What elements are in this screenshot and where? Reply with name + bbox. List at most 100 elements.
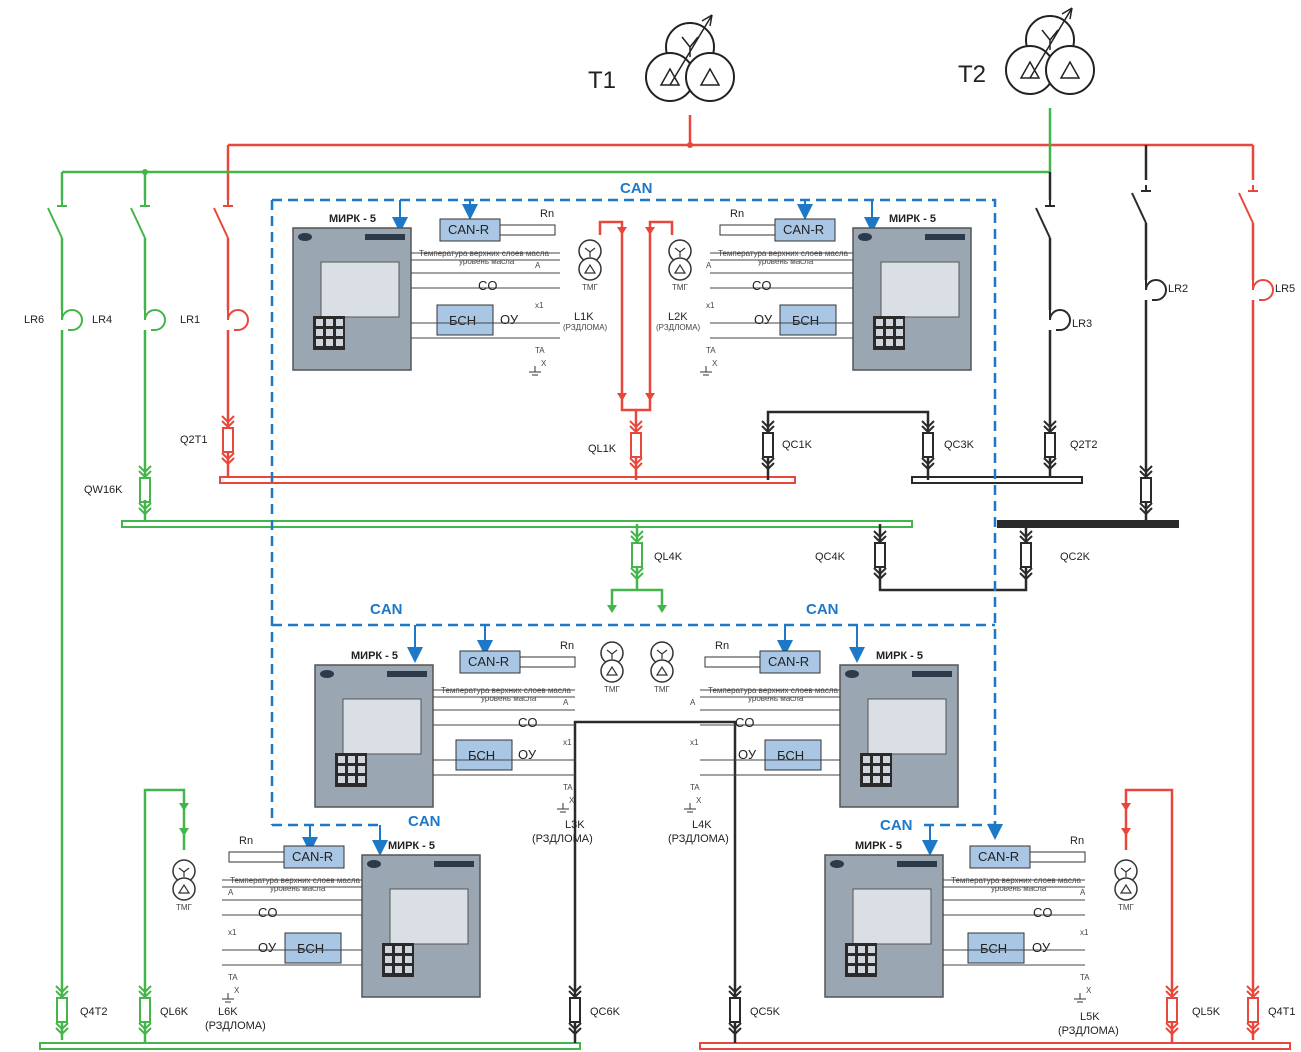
t1-label: T1 (588, 67, 616, 94)
keypad-key[interactable] (876, 329, 883, 336)
ground-icon (700, 366, 712, 376)
keypad-key[interactable] (405, 946, 412, 953)
keypad-key[interactable] (863, 776, 870, 783)
qc3k-label: QC3K (944, 439, 975, 451)
keypad-key[interactable] (863, 766, 870, 773)
keypad-key[interactable] (868, 966, 875, 973)
keypad-key[interactable] (886, 319, 893, 326)
keypad-key[interactable] (316, 329, 323, 336)
a-label: A (563, 698, 569, 707)
keypad-key[interactable] (876, 319, 883, 326)
bsn-label: БСН (792, 313, 819, 328)
keypad-key[interactable] (348, 766, 355, 773)
keypad-key[interactable] (385, 966, 392, 973)
tmg-label: ТМГ (654, 685, 671, 694)
keypad-key[interactable] (338, 776, 345, 783)
keypad-key[interactable] (358, 766, 365, 773)
lr6-branch (47, 199, 83, 1040)
l5k-label: L5K (1080, 1011, 1100, 1023)
keypad-key[interactable] (385, 946, 392, 953)
keypad-key[interactable] (316, 339, 323, 346)
bsn-box (779, 304, 837, 336)
keypad-key[interactable] (405, 956, 412, 963)
keypad-key[interactable] (883, 766, 890, 773)
keypad-key[interactable] (883, 776, 890, 783)
keypad-key[interactable] (336, 319, 343, 326)
keypad-key[interactable] (886, 339, 893, 346)
keypad-key[interactable] (326, 339, 333, 346)
keypad-key[interactable] (395, 956, 402, 963)
lr3-branch (1035, 199, 1071, 480)
keypad-key[interactable] (326, 329, 333, 336)
keypad-key[interactable] (326, 319, 333, 326)
mirk5-header-strip (365, 234, 405, 240)
keypad-key[interactable] (868, 956, 875, 963)
mirk5-name: МИРК - 5 (876, 650, 923, 662)
x-label: X (1086, 986, 1092, 995)
can-label-top: CAN (620, 180, 653, 197)
rn-label: Rn (715, 640, 729, 652)
can-r-label: CAN-R (292, 849, 333, 864)
keypad-key[interactable] (395, 946, 402, 953)
keypad-key[interactable] (863, 756, 870, 763)
tmg-transformer-1: ТМГ (578, 239, 602, 292)
keypad-key[interactable] (896, 329, 903, 336)
keypad-key[interactable] (358, 776, 365, 783)
mirk5-display (880, 261, 960, 318)
keypad-key[interactable] (336, 329, 343, 336)
keypad-key[interactable] (858, 966, 865, 973)
keypad-key[interactable] (886, 329, 893, 336)
co-label: CO (478, 278, 498, 293)
keypad-key[interactable] (896, 319, 903, 326)
keypad-key[interactable] (336, 339, 343, 346)
green-busbar-bottom (39, 1042, 581, 1050)
keypad-key[interactable] (873, 776, 880, 783)
keypad-key[interactable] (873, 766, 880, 773)
keypad-key[interactable] (868, 946, 875, 953)
can-r-label: CAN-R (768, 654, 809, 669)
a-label: A (535, 261, 541, 270)
oy-label: ОУ (754, 312, 773, 327)
keypad-key[interactable] (848, 956, 855, 963)
keypad-key[interactable] (848, 946, 855, 953)
keypad-key[interactable] (385, 956, 392, 963)
mirk5-header-strip (897, 861, 937, 867)
mirk5-display (389, 888, 469, 945)
keypad-key[interactable] (338, 756, 345, 763)
keypad-key[interactable] (395, 966, 402, 973)
keypad-key[interactable] (883, 756, 890, 763)
x1-label: x1 (563, 738, 572, 747)
lr4-branch (130, 199, 166, 500)
lr2-branch (1131, 184, 1167, 525)
keypad-key[interactable] (858, 956, 865, 963)
sensor-caption-2: уровень масла (758, 257, 814, 266)
keypad-key[interactable] (348, 776, 355, 783)
q4t1-label: Q4T1 (1268, 1006, 1296, 1018)
keypad-key[interactable] (358, 756, 365, 763)
keypad-key[interactable] (896, 339, 903, 346)
keypad-key[interactable] (858, 946, 865, 953)
keypad-key[interactable] (876, 339, 883, 346)
ql4k-label: QL4K (654, 551, 683, 563)
tmg-label: ТМГ (176, 903, 193, 912)
mirk5-display (852, 888, 932, 945)
keypad-key[interactable] (848, 966, 855, 973)
x-label: X (712, 359, 718, 368)
lr5-label: LR5 (1275, 283, 1295, 295)
l6k-label: L6K (218, 1006, 238, 1018)
keypad-key[interactable] (348, 756, 355, 763)
transformer-t2 (1005, 7, 1095, 95)
sensor-caption-2: уровень масла (270, 884, 326, 893)
keypad-key[interactable] (316, 319, 323, 326)
mirk5-display (867, 698, 947, 755)
sensor-caption: Температура верхних слоев масла (951, 876, 1082, 885)
sensor-caption: Температура верхних слоев масла (419, 249, 550, 258)
keypad-key[interactable] (873, 756, 880, 763)
green-busbar-mid (121, 520, 913, 528)
can-r-label: CAN-R (783, 222, 824, 237)
keypad-key[interactable] (338, 766, 345, 773)
keypad-key[interactable] (405, 966, 412, 973)
l6k-ruptured: (РЗДЛОМА) (205, 1020, 266, 1032)
